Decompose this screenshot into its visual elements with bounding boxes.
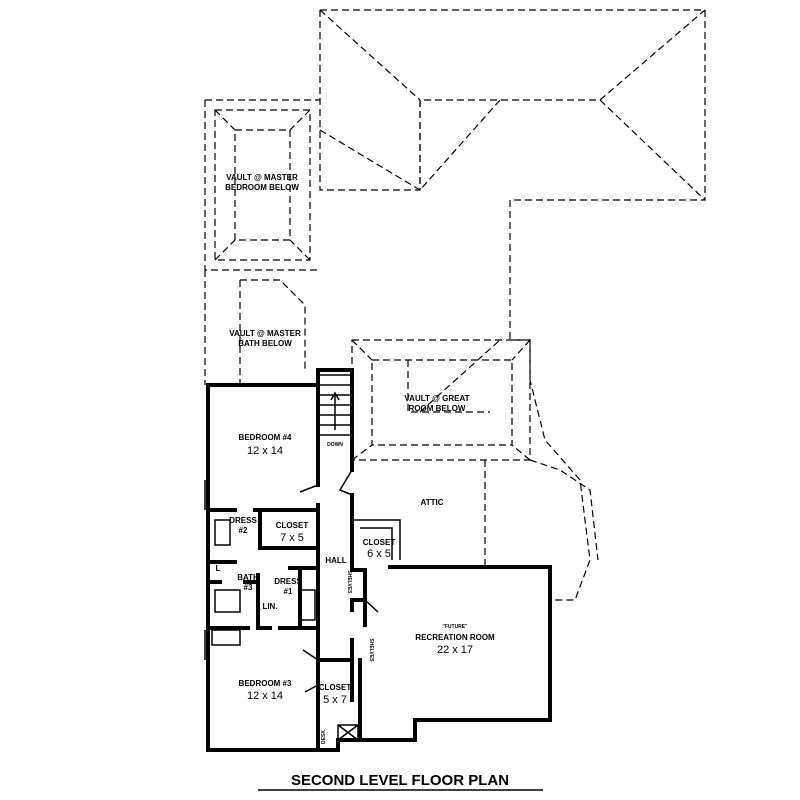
svg-text:6 x 5: 6 x 5 <box>367 548 391 560</box>
svg-text:12 x 14: 12 x 14 <box>247 690 283 702</box>
svg-text:CLOSET: CLOSET <box>363 538 396 547</box>
svg-text:DRESS: DRESS <box>229 516 257 525</box>
attic-label: ATTIC <box>421 498 444 507</box>
closet-6x5-label: CLOSET 6 x 5 <box>363 538 396 560</box>
svg-text:VAULT @ MASTER: VAULT @ MASTER <box>229 329 301 338</box>
svg-text:CLOSET: CLOSET <box>276 521 309 530</box>
svg-text:5 x 7: 5 x 7 <box>323 694 347 706</box>
svg-text:22 x 17: 22 x 17 <box>437 644 473 656</box>
svg-text:BEDROOM BELOW: BEDROOM BELOW <box>225 183 299 192</box>
linen-label: LIN. <box>262 602 277 611</box>
dress-1-label: DRESS #1 <box>274 577 302 596</box>
bedroom-4-label: BEDROOM #4 12 x 14 <box>239 433 292 457</box>
bedroom-3-label: BEDROOM #3 12 x 14 <box>239 679 292 702</box>
closet-7x5-label: CLOSET 7 x 5 <box>276 521 309 544</box>
svg-text:"FUTURE": "FUTURE" <box>442 624 468 630</box>
bath-3-label: BATH #3 <box>237 573 259 592</box>
dress-2-label: DRESS #2 <box>229 516 257 535</box>
shelves-label: SHELVES <box>346 571 352 595</box>
shelves-label: SHELVES <box>368 639 374 663</box>
l-label: L <box>216 564 221 573</box>
svg-text:BATH: BATH <box>237 573 259 582</box>
svg-text:BATH BELOW: BATH BELOW <box>238 339 292 348</box>
svg-text:RECREATION ROOM: RECREATION ROOM <box>415 633 495 642</box>
stairs-down-label: DOWN <box>327 442 343 448</box>
svg-text:7 x 5: 7 x 5 <box>280 532 304 544</box>
plan-title: SECOND LEVEL FLOOR PLAN <box>291 772 509 789</box>
svg-text:CLOSET: CLOSET <box>319 683 352 692</box>
desk-label: DESK <box>321 730 327 744</box>
closet-5x7-label: CLOSET 5 x 7 <box>319 683 352 706</box>
svg-text:12 x 14: 12 x 14 <box>247 445 283 457</box>
svg-text:ROOM BELOW: ROOM BELOW <box>409 404 466 413</box>
svg-text:#1: #1 <box>284 587 293 596</box>
svg-text:BEDROOM #4: BEDROOM #4 <box>239 433 292 442</box>
roof-outline <box>204 9 706 601</box>
vault-great-room-label: VAULT @ GREAT ROOM BELOW <box>404 394 469 413</box>
svg-text:#2: #2 <box>239 526 248 535</box>
svg-text:BEDROOM #3: BEDROOM #3 <box>239 679 292 688</box>
hall-label: HALL <box>325 556 346 565</box>
svg-text:VAULT @ GREAT: VAULT @ GREAT <box>404 394 469 403</box>
recreation-room-label: "FUTURE" RECREATION ROOM 22 x 17 <box>415 624 495 656</box>
svg-text:DRESS: DRESS <box>274 577 302 586</box>
vault-master-bedroom-label: VAULT @ MASTER BEDROOM BELOW <box>225 173 299 192</box>
vault-master-bath-label: VAULT @ MASTER BATH BELOW <box>229 329 301 348</box>
svg-text:#3: #3 <box>244 583 253 592</box>
svg-text:VAULT @ MASTER: VAULT @ MASTER <box>226 173 298 182</box>
